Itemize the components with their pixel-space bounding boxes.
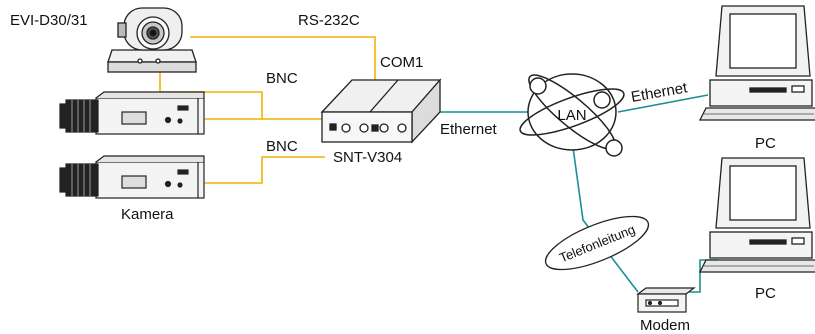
label-pc-bottom: PC xyxy=(755,285,776,302)
lan-cloud-icon xyxy=(519,73,625,157)
label-com1: COM1 xyxy=(380,54,423,71)
bnc-cable-camera2 xyxy=(205,156,325,184)
label-kamera: Kamera xyxy=(121,206,174,223)
ptz-camera-icon[interactable] xyxy=(107,7,197,73)
rs232-cable xyxy=(190,36,376,92)
modem-icon[interactable] xyxy=(636,287,696,313)
bnc-cable-ptz xyxy=(159,60,330,120)
box-camera-2-icon[interactable] xyxy=(59,155,205,199)
connection-lines xyxy=(159,36,718,293)
pc-bottom-icon[interactable] xyxy=(698,157,815,273)
label-evi: EVI-D30/31 xyxy=(10,12,88,29)
label-ethernet-left: Ethernet xyxy=(440,121,498,138)
ethernet-cable-right xyxy=(617,94,709,113)
label-modem: Modem xyxy=(640,317,690,334)
pc-top-icon[interactable] xyxy=(698,5,815,121)
telephone-line xyxy=(571,139,639,293)
label-bnc-top: BNC xyxy=(266,70,298,87)
label-pc-top: PC xyxy=(755,135,776,152)
label-ethernet-right: Ethernet xyxy=(630,79,690,106)
telephone-label-bubble: Telefonleitung xyxy=(544,215,650,271)
label-lan: LAN xyxy=(557,107,586,124)
label-bnc-bottom: BNC xyxy=(266,138,298,155)
label-snt-v304: SNT-V304 xyxy=(333,149,402,166)
label-rs232c: RS-232C xyxy=(298,12,360,29)
snt-v304-device-icon[interactable] xyxy=(320,78,442,144)
box-camera-1-icon[interactable] xyxy=(59,91,205,135)
